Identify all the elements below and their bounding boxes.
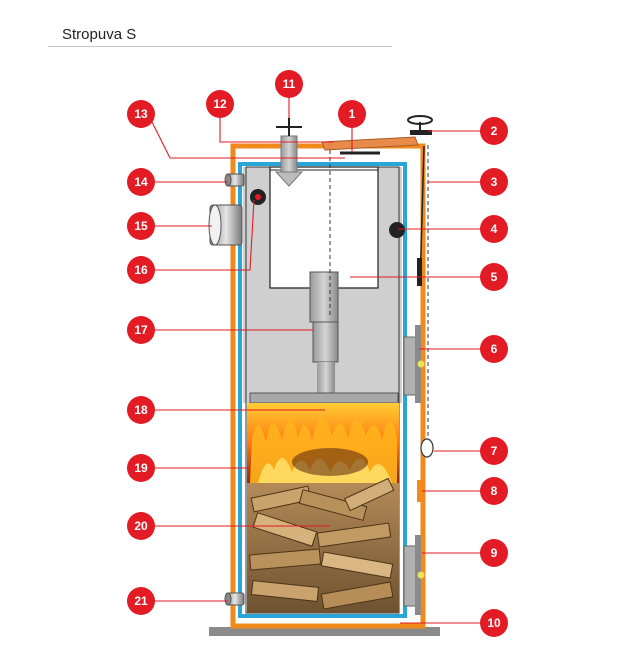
callout-14: 14 <box>127 168 155 196</box>
callout-19: 19 <box>127 454 155 482</box>
callout-18: 18 <box>127 396 155 424</box>
callout-12-label: 12 <box>213 97 227 111</box>
air-tube-lower <box>312 321 339 363</box>
callout-16-label: 16 <box>134 263 148 277</box>
callout-15: 15 <box>127 212 155 240</box>
callout-5-label: 5 <box>491 270 498 284</box>
callout-15-label: 15 <box>134 219 148 233</box>
callout-1-label: 1 <box>349 107 356 121</box>
callout-10-label: 10 <box>487 616 501 630</box>
callout-13: 13 <box>127 100 155 128</box>
cold-water-inlet-end <box>224 592 232 606</box>
callout-6: 6 <box>480 335 508 363</box>
air-tube-upper <box>309 271 339 323</box>
callout-21-label: 21 <box>134 594 148 608</box>
callout-17: 17 <box>127 316 155 344</box>
callout-17-label: 17 <box>134 323 148 337</box>
air-distributor-plate <box>249 392 399 404</box>
callout-11-label: 11 <box>283 77 296 91</box>
callout-5: 5 <box>480 263 508 291</box>
socket-right <box>389 222 405 238</box>
callout-10: 10 <box>480 609 508 637</box>
top-cover <box>321 136 419 151</box>
leader-lines <box>149 88 490 624</box>
air-inlet-arrow <box>274 171 304 187</box>
callout-20-label: 20 <box>134 519 148 533</box>
callout-12: 12 <box>206 90 234 118</box>
callout-7: 7 <box>480 437 508 465</box>
safety-valve-face <box>208 204 222 246</box>
callout-6-label: 6 <box>491 342 498 356</box>
callout-2-label: 2 <box>491 124 498 138</box>
handwheel-base <box>410 130 432 135</box>
callout-19-label: 19 <box>134 461 148 475</box>
air-chamber <box>269 166 379 289</box>
air-tube-stem <box>317 362 335 398</box>
embers <box>292 448 368 476</box>
small-inspection-door <box>417 480 423 502</box>
callout-8: 8 <box>480 477 508 505</box>
callout-4-label: 4 <box>491 222 498 236</box>
chain-ring <box>420 438 434 458</box>
callout-18-label: 18 <box>134 403 148 417</box>
callout-13-label: 13 <box>134 107 148 121</box>
base-plate <box>209 627 440 636</box>
callout-9: 9 <box>480 539 508 567</box>
callout-14-label: 14 <box>134 175 148 189</box>
title-divider <box>48 46 392 47</box>
hot-water-outlet-end <box>224 173 232 187</box>
callout-4: 4 <box>480 215 508 243</box>
callout-9-label: 9 <box>491 546 498 560</box>
callout-3: 3 <box>480 168 508 196</box>
callout-1: 1 <box>338 100 366 128</box>
callout-11: 11 <box>275 70 303 98</box>
callout-7-label: 7 <box>491 444 498 458</box>
callout-8-label: 8 <box>491 484 498 498</box>
callout-20: 20 <box>127 512 155 540</box>
firewood-logs <box>248 477 395 610</box>
lower-door-knob <box>417 571 425 579</box>
callout-16: 16 <box>127 256 155 284</box>
callout-21: 21 <box>127 587 155 615</box>
upper-door-knob <box>417 360 425 368</box>
thermometer-socket-left-core <box>255 194 261 200</box>
callout-2: 2 <box>480 117 508 145</box>
thermo-rod-base <box>417 258 422 286</box>
callout-3-label: 3 <box>491 175 498 189</box>
page-title: Stropuva S <box>62 26 137 43</box>
